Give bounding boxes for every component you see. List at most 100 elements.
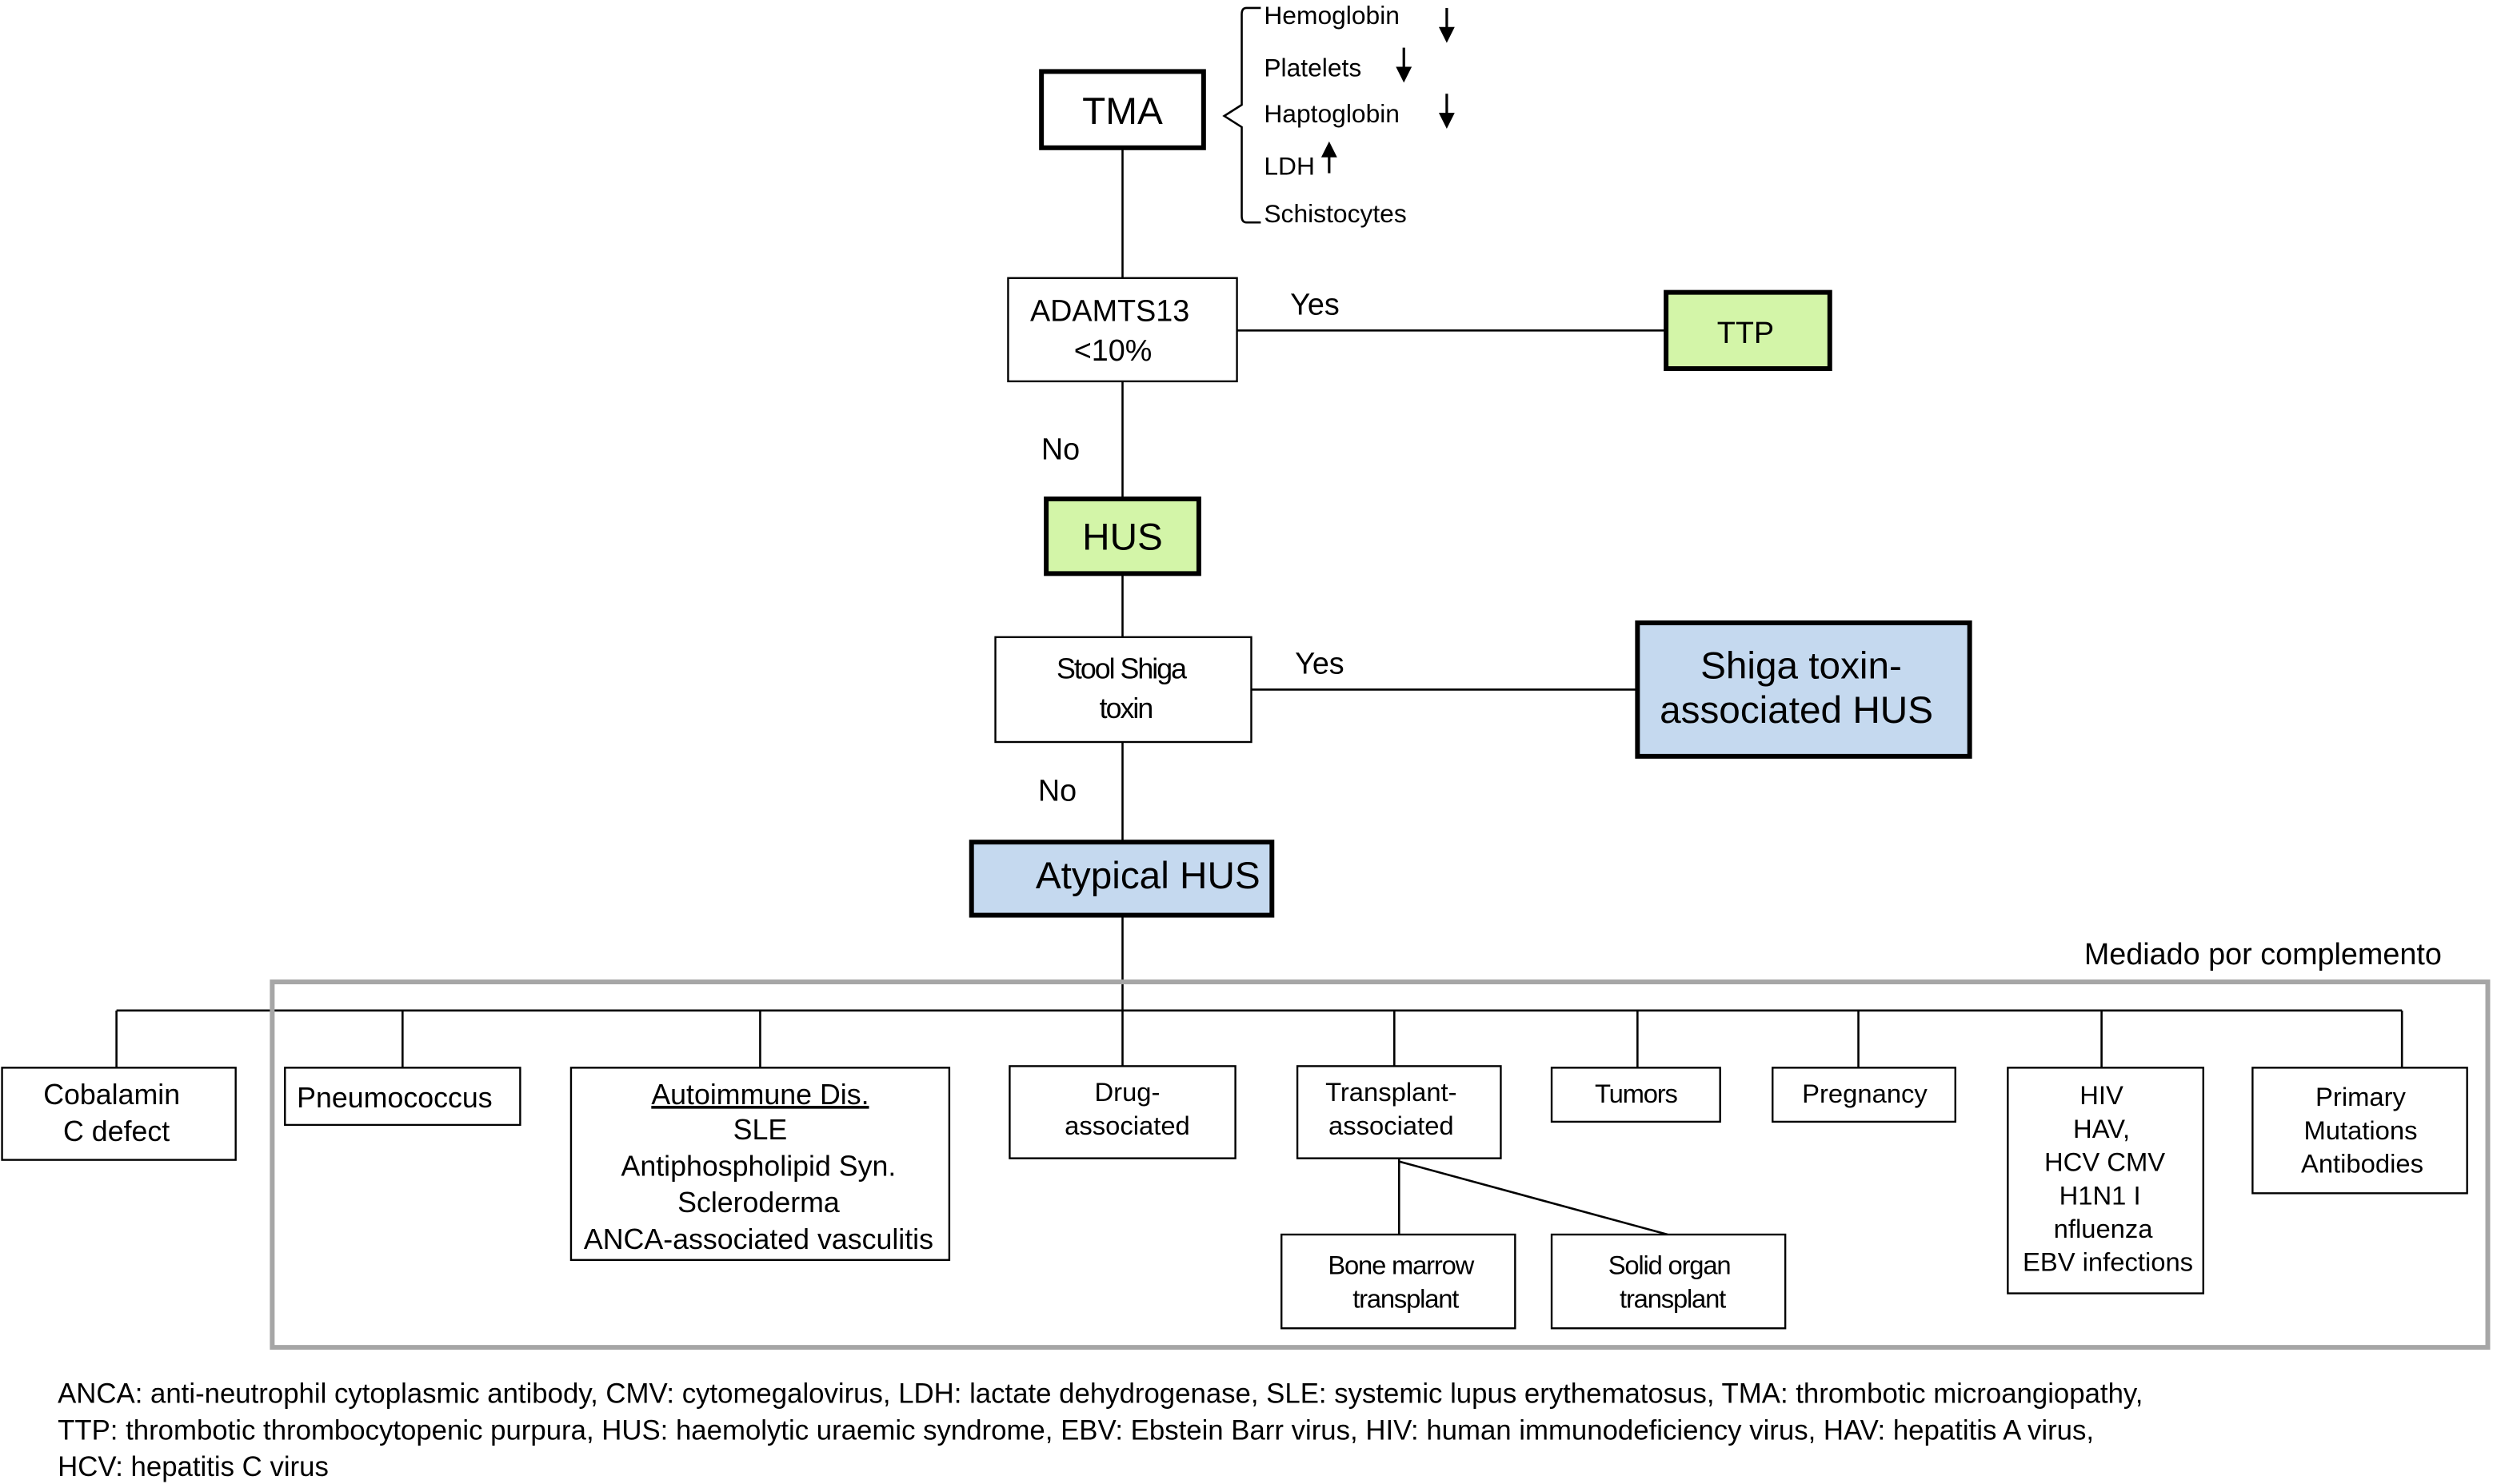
adamts13-label-line: <10% [1074,333,1153,367]
ttp-node-box [1664,289,1832,371]
cause-bone-marrow-line: Bone marrow [1328,1251,1474,1280]
adamts13-node-box [1007,277,1238,383]
cause-infections-line: HCV CMV [2044,1147,2165,1177]
arrow-head [1438,26,1455,43]
stec-hus-node-box [1635,620,1972,759]
cause-infections-line: HAV, [2073,1114,2130,1143]
cause-solid-organ-box [1550,1233,1787,1330]
cause-pneumococcus: Pneumococcus [284,1067,521,1127]
cause-autoimmune-item: SLE [733,1114,788,1146]
cause-solid-organ-line: transplant [1620,1283,1726,1313]
findings-brace [1222,6,1261,224]
cause-solid-organ-line: Solid organ [1608,1251,1731,1280]
down-arrow-icon [1438,7,1455,43]
stool-shiga-label-line: Stool Shiga [1057,653,1187,685]
cause-pregnancy: Pregnancy [1772,1067,1956,1123]
down-arrow-icon [1396,47,1412,83]
cause-primary-line: Mutations [2303,1115,2417,1145]
cause-cobalamin-box [1,1067,237,1161]
cause-bone-marrow-line: transplant [1352,1283,1459,1313]
down-arrow-icon [1438,94,1455,129]
cause-primary-box [2251,1067,2468,1195]
cause-autoimmune-heading: Autoimmune Dis. [651,1079,869,1111]
tma-node-box [1039,69,1206,150]
footnote-line: ANCA: anti-neutrophil cytoplasmic antibo… [58,1379,2143,1410]
abbreviations-footnote: ANCA: anti-neutrophil cytoplasmic antibo… [58,1379,2143,1482]
cause-autoimmune: Autoimmune Dis. SLE Antiphospholipid Syn… [569,1067,951,1262]
complement-group: Mediado por complemento [270,937,2491,1350]
cause-tumors: Tumors [1550,1067,1721,1123]
stec-hus-label-line: associated HUS [1660,689,1933,732]
ttp-label: TTP [1717,316,1774,349]
hus-label: HUS [1082,517,1163,559]
hus-node: HUS [1044,496,1201,576]
cause-cobalamin-line: Cobalamin [43,1079,180,1111]
atypical-hus-node: Atypical HUS [969,840,1275,918]
cause-drug-line: associated [1065,1111,1190,1140]
cause-transplant-box [1296,1065,1502,1159]
cause-pneumococcus-line: Pneumococcus [297,1082,492,1114]
tma-findings: Hemoglobin Platelets Haptoglobin LDH Sch… [1222,1,1455,228]
finding-haptoglobin: Haptoglobin [1264,99,1400,128]
hus-node-box [1044,496,1201,576]
stool-shiga-label-line: toxin [1100,692,1153,724]
stool-shiga-node: Stool Shiga toxin [994,636,1252,744]
atypical-hus-label: Atypical HUS [1036,855,1260,897]
cause-bone-marrow-box [1280,1233,1516,1330]
cause-infections-box [2007,1067,2204,1295]
stec-hus-node: Shiga toxin- associated HUS [1635,620,1972,759]
complement-group-border [270,979,2491,1350]
cause-primary-line: Antibodies [2301,1149,2423,1179]
cause-tumors-box [1550,1067,1721,1123]
stool-shiga-node-box [994,636,1252,744]
cause-infections-line: H1N1 I [2060,1180,2141,1210]
cause-drug-line: Drug- [1094,1077,1160,1107]
arrow-head [1320,141,1337,158]
up-arrow-icon [1320,141,1337,174]
tma-node: TMA [1039,69,1206,150]
cause-pneumococcus-box [284,1067,521,1127]
adamts13-label-line: ADAMTS13 [1030,293,1189,327]
finding-hemoglobin: Hemoglobin [1264,1,1400,30]
stec-hus-label-line: Shiga toxin- [1700,645,1902,688]
atypical-hus-node-box [969,840,1275,918]
cause-drug-box [1009,1065,1237,1159]
cause-autoimmune-box [569,1067,951,1262]
edge-label-no-hus: No [1041,432,1080,465]
cause-transplant-line: Transplant- [1325,1077,1457,1107]
edge-label-no-atypical: No [1038,774,1077,808]
cause-drug: Drug- associated [1009,1065,1237,1159]
adamts13-node: ADAMTS13 <10% [1007,277,1238,383]
cause-pregnancy-box [1772,1067,1956,1123]
cause-bone-marrow-transplant: Bone marrow transplant [1280,1233,1516,1330]
cause-transplant: Transplant- associated [1296,1065,1502,1159]
edge-label-yes-ttp: Yes [1290,287,1340,321]
cause-infections-line: EBV infections [2023,1247,2193,1277]
cause-infections-line: HIV [2079,1080,2123,1110]
cause-cobalamin: Cobalamin C defect [1,1067,237,1161]
arrow-head [1438,113,1455,129]
cause-solid-organ-transplant: Solid organ transplant [1550,1233,1787,1330]
cause-infections-line: nfluenza [2054,1214,2154,1243]
cause-primary: Primary Mutations Antibodies [2251,1067,2468,1195]
arrow-head [1396,66,1412,83]
cause-cobalamin-line: C defect [63,1115,170,1147]
footnote-line: HCV: hepatitis C virus [58,1452,329,1482]
finding-platelets: Platelets [1264,53,1361,82]
edge-transplant-to-solid-organ [1398,1160,1668,1236]
cause-primary-line: Primary [2315,1082,2406,1111]
finding-ldh: LDH [1264,152,1315,181]
edge-label-yes-stec: Yes [1295,647,1344,680]
complement-group-label: Mediado por complemento [2084,937,2442,971]
footnote-line: TTP: thrombotic thrombocytopenic purpura… [58,1415,2094,1446]
ttp-node: TTP [1664,289,1832,371]
cause-pregnancy-line: Pregnancy [1802,1079,1928,1108]
cause-tumors-line: Tumors [1595,1079,1677,1108]
finding-schistocytes: Schistocytes [1264,199,1406,228]
cause-autoimmune-item: ANCA-associated vasculitis [584,1223,933,1255]
cause-autoimmune-item: Antiphospholipid Syn. [621,1150,897,1182]
cause-infections: HIV HAV, HCV CMV H1N1 I nfluenza EBV inf… [2007,1067,2204,1295]
connectors [115,147,2403,1236]
tma-label: TMA [1082,90,1163,133]
